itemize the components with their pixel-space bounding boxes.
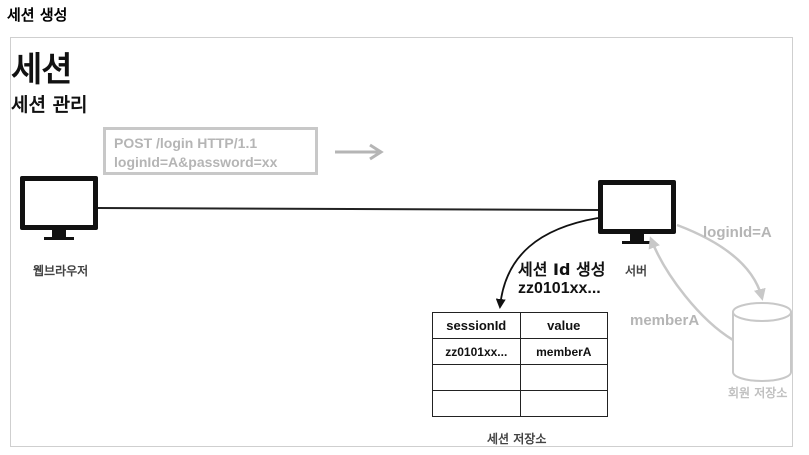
member-store-database-icon: [732, 302, 792, 382]
table-row: [432, 364, 609, 391]
request-line: POST /login HTTP/1.1: [114, 135, 258, 151]
session-id-value: zz0101xx...: [518, 280, 601, 297]
member-label: memberA: [630, 312, 700, 329]
table-cell: zz0101xx...: [432, 338, 521, 365]
section-heading: 세션 생성: [7, 6, 68, 24]
slide-frame: [10, 37, 793, 447]
server-monitor-icon: [598, 180, 676, 244]
login-id-arrow: [676, 223, 766, 301]
connection-line: [97, 207, 599, 211]
request-body: loginId=A&password=xx: [114, 154, 278, 170]
login-id-label: loginId=A: [703, 224, 772, 241]
column-header: value: [519, 312, 609, 339]
member-store-label: 회원 저장소: [728, 386, 788, 400]
http-request-box: POST /login HTTP/1.1 loginId=A&password=…: [103, 127, 318, 175]
slide-title: 세션: [11, 50, 73, 90]
session-create-label: 세션 Id 생성: [518, 260, 606, 279]
table-cell: [519, 364, 609, 391]
column-header: sessionId: [432, 312, 521, 339]
session-store-label: 세션 저장소: [487, 432, 547, 446]
request-arrow-icon: [335, 143, 384, 161]
table-row: zz0101xx... memberA: [432, 338, 609, 365]
table-row: [432, 390, 609, 417]
slide-subtitle: 세션 관리: [11, 94, 88, 116]
server-label: 서버: [625, 264, 648, 278]
browser-label: 웹브라우저: [33, 264, 89, 278]
table-cell: [519, 390, 609, 417]
session-table: sessionId value zz0101xx... memberA: [432, 312, 609, 417]
session-create-arrow: [495, 217, 599, 309]
browser-monitor-icon: [20, 176, 98, 240]
table-cell: [432, 364, 521, 391]
table-header-row: sessionId value: [432, 312, 609, 339]
table-cell: [432, 390, 521, 417]
table-cell: memberA: [519, 338, 609, 365]
member-return-arrow: [648, 236, 734, 342]
